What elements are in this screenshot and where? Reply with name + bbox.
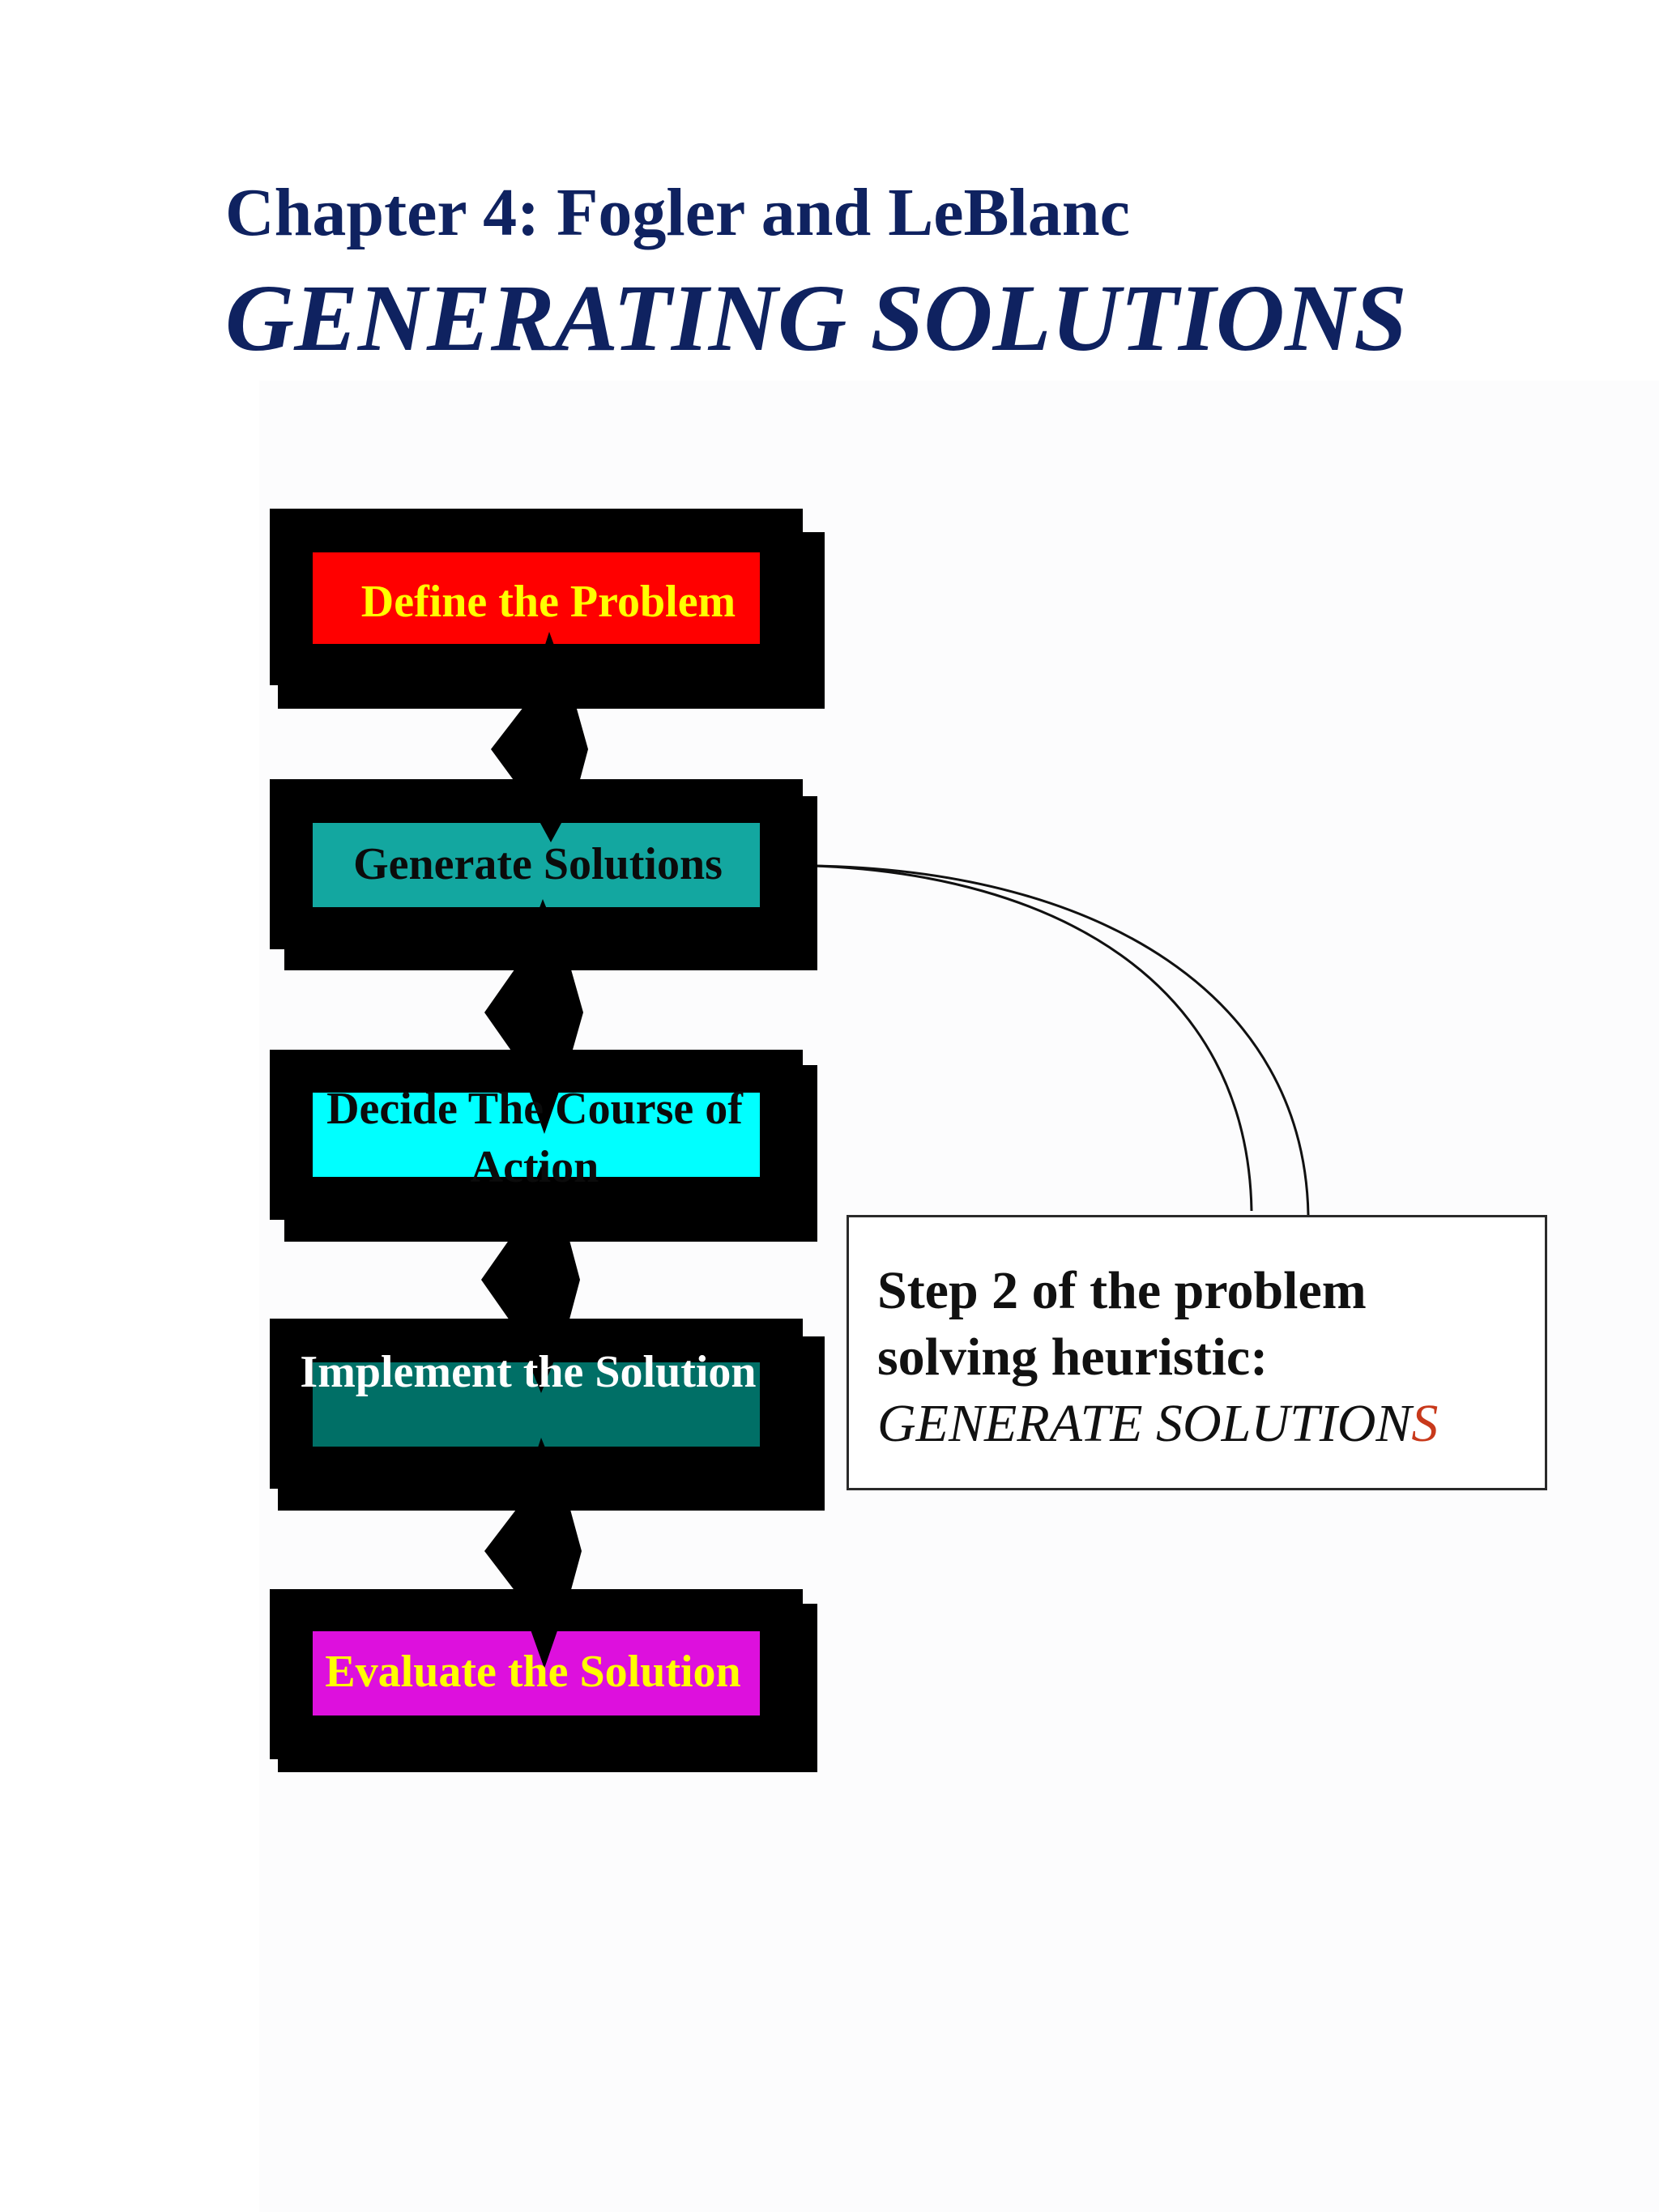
connector-arrow-3 [481, 1166, 580, 1393]
callout-line-2: solving heuristic: [877, 1328, 1269, 1387]
step-label-define: Define the Problem [360, 577, 736, 627]
connector-arrow-2 [484, 899, 583, 1134]
step-label-decide: Decide The Course of Action [326, 1084, 743, 1192]
step-label-evaluate: Evaluate the Solution [325, 1647, 741, 1697]
chapter-title: Chapter 4: Fogler and LeBlanc [225, 175, 1130, 250]
connector-arrow-4 [484, 1438, 582, 1669]
callout-connector-inner [813, 864, 1253, 1212]
step-label-generate: Generate Solutions [353, 839, 723, 889]
step-frame-evaluate [270, 1589, 817, 1772]
callout-line-3: GENERATE SOLUTIONS [877, 1391, 1438, 1457]
callout-text: Step 2 of the problem solving heuristic:… [877, 1258, 1438, 1457]
callout-line-3-main: GENERATE SOLUTION [877, 1394, 1412, 1453]
step-fill [313, 823, 760, 907]
step-fill [313, 552, 760, 644]
callout-connector-outer [813, 864, 1310, 1216]
step-label-implement: Implement the Solution [300, 1347, 757, 1397]
callout-line-1: Step 2 of the problem [877, 1261, 1367, 1320]
step-frame-define [270, 509, 825, 709]
connector-arrow-1 [491, 632, 588, 842]
callout-box: Step 2 of the problem solving heuristic:… [847, 1215, 1547, 1490]
topic-title: GENERATING SOLUTIONS [225, 265, 1407, 371]
callout-line-3-accent: S [1411, 1394, 1439, 1453]
